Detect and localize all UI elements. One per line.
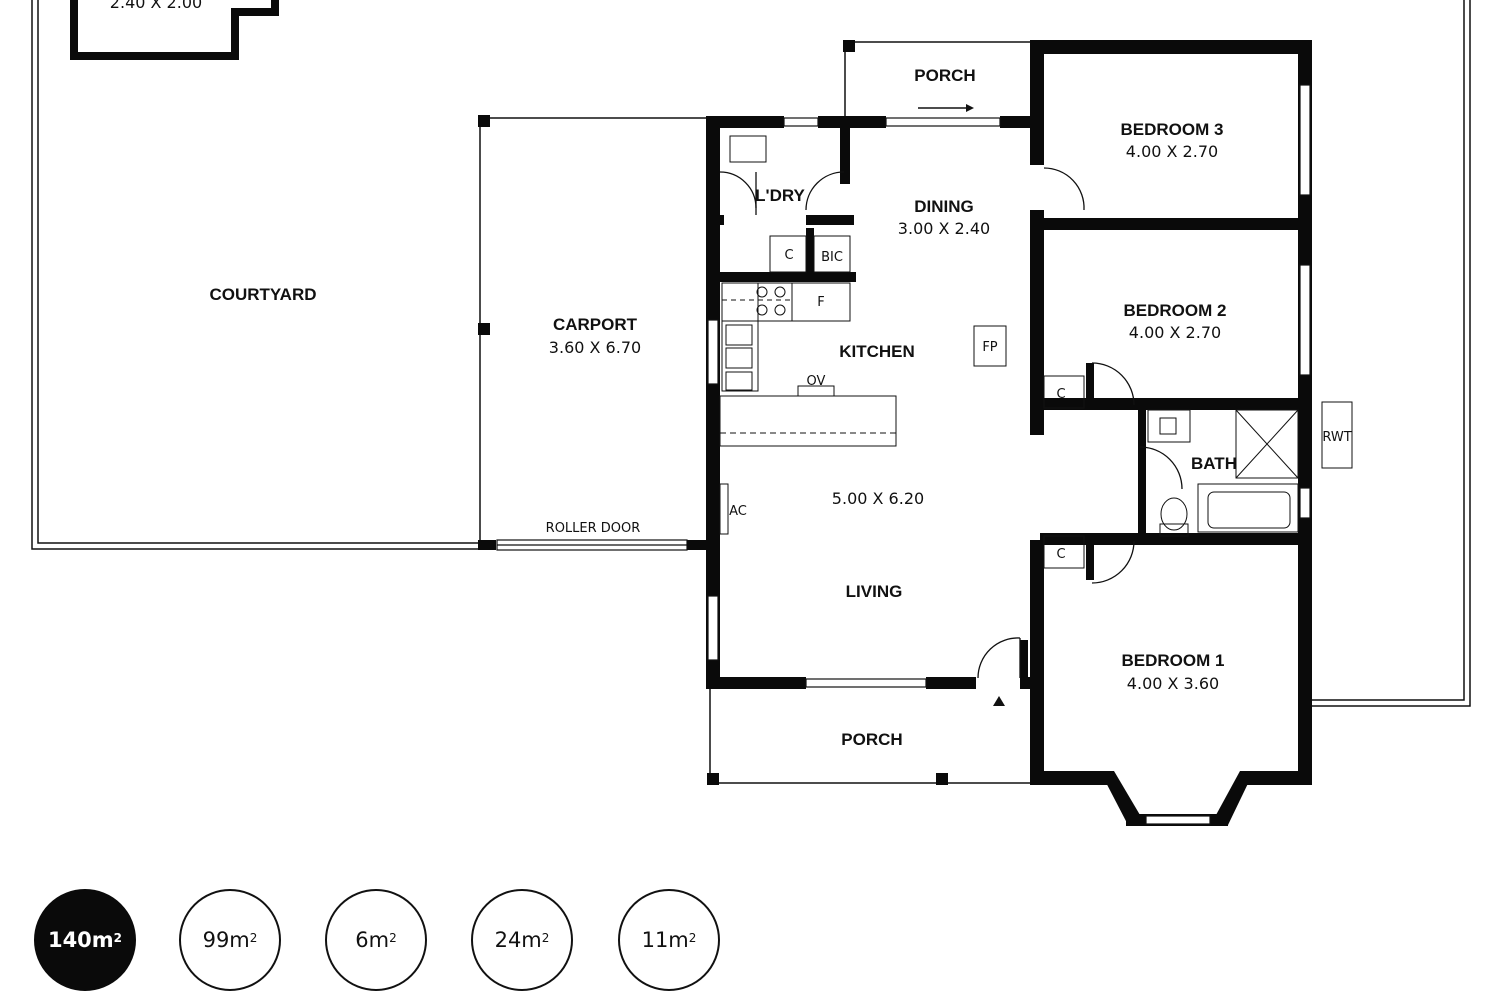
laundry-label: L'DRY (755, 186, 805, 205)
shed-dimension: 2.40 X 2.00 (110, 0, 202, 12)
bath-fixtures (1147, 401, 1353, 537)
area-unit-sup: 2 (249, 931, 258, 945)
exterior-walls (706, 40, 1312, 826)
living-dimension: 5.00 X 6.20 (832, 489, 924, 508)
bedroom1-label: BEDROOM 1 (1122, 651, 1225, 670)
oven-label: OV (807, 374, 826, 389)
interior-walls (706, 118, 1310, 680)
area-value: 24m (494, 928, 542, 952)
area-unit-sup: 2 (389, 931, 397, 945)
bath-label: BATH (1191, 454, 1237, 473)
aircon-label: AC (729, 504, 747, 519)
shed-walls (70, 0, 279, 60)
carport-outline (478, 115, 710, 550)
carport-label: CARPORT (553, 315, 638, 334)
kitchen-fixtures (719, 135, 1085, 569)
bedroom2-dimension: 4.00 X 2.70 (1129, 323, 1221, 342)
bedroom3-dimension: 4.00 X 2.70 (1126, 142, 1218, 161)
area-unit-sup: 2 (113, 931, 123, 945)
bedroom2-label: BEDROOM 2 (1124, 301, 1227, 320)
fridge-label: F (817, 295, 824, 310)
floor-plan: 2.40 X 2.00 (31, 0, 1471, 826)
bedroom3-label: BEDROOM 3 (1121, 120, 1224, 139)
roller-door-label: ROLLER DOOR (546, 521, 641, 536)
courtyard-label: COURTYARD (209, 285, 316, 304)
door-swings (719, 167, 1183, 679)
porch-bottom-label: PORCH (841, 730, 902, 749)
area-value: 11m (641, 928, 689, 952)
porch-top-outline (844, 41, 1032, 118)
area-value: 6m (355, 928, 390, 952)
area-value: 140m (47, 928, 114, 952)
courtyard-boundary (31, 0, 478, 550)
area-unit-sup: 2 (541, 931, 550, 945)
bed2-cupboard-label: C (1056, 387, 1065, 402)
dining-label: DINING (914, 197, 974, 216)
area-value: 99m (202, 928, 250, 952)
fireplace-label: FP (982, 340, 997, 355)
bedroom1-dimension: 4.00 X 3.60 (1127, 674, 1219, 693)
windows (707, 84, 1311, 825)
bic-label: BIC (821, 250, 843, 265)
porch-top-label: PORCH (914, 66, 975, 85)
kitchen-label: KITCHEN (839, 342, 915, 361)
carport-dimension: 3.60 X 6.70 (549, 338, 641, 357)
living-label: LIVING (846, 582, 903, 601)
area-unit-sup: 2 (688, 931, 697, 945)
dining-dimension: 3.00 X 2.40 (898, 219, 990, 238)
right-boundary (1312, 0, 1471, 707)
rwt-label: RWT (1322, 430, 1351, 445)
laundry-cupboard-label: C (784, 248, 793, 263)
bed1-cupboard-label: C (1056, 547, 1065, 562)
roller-door (496, 539, 688, 551)
entry-arrows (918, 104, 1005, 706)
